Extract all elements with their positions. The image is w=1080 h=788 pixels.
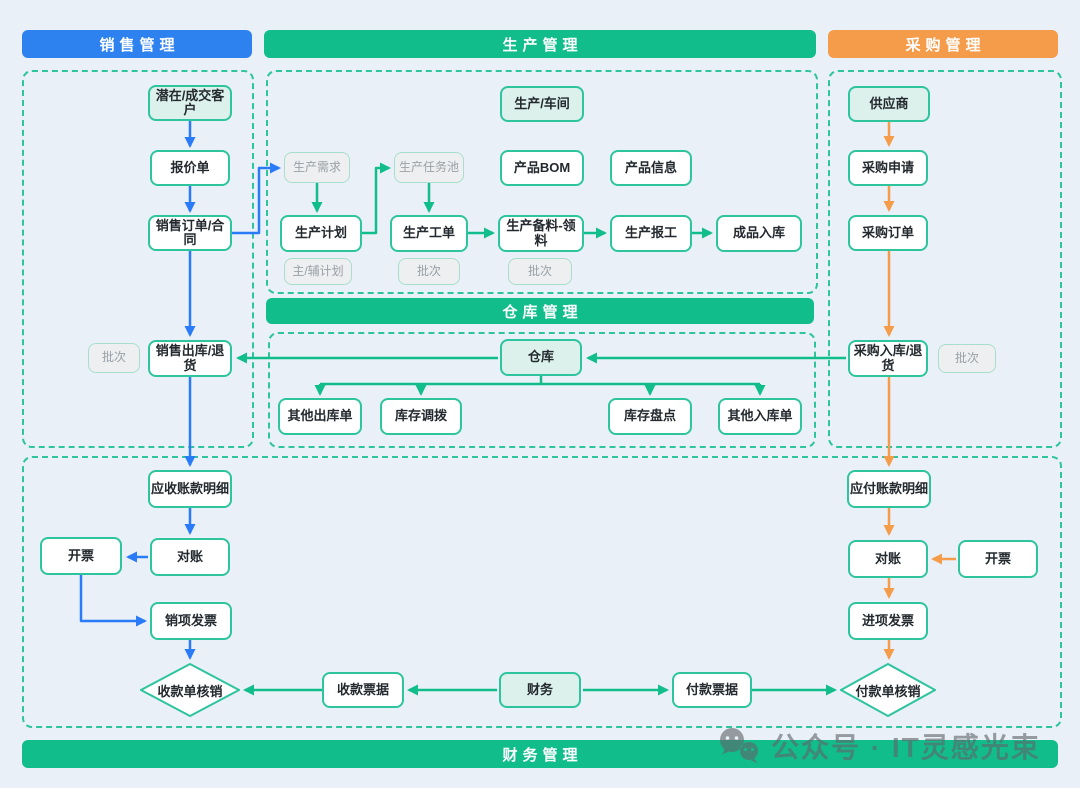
node-reconcile-left: 对账 bbox=[150, 538, 230, 576]
node-other-in: 其他入库单 bbox=[718, 398, 802, 435]
node-finance-hub: 财务 bbox=[499, 672, 581, 708]
footer-finance: 财务管理 bbox=[22, 740, 1058, 768]
node-customer: 潜在/成交客户 bbox=[148, 85, 232, 121]
receipt-verify-label: 收款单核销 bbox=[157, 683, 223, 699]
node-demand: 生产需求 bbox=[284, 152, 350, 183]
node-invoice-right: 开票 bbox=[958, 540, 1038, 578]
node-product-info: 产品信息 bbox=[610, 150, 692, 186]
header-warehouse: 仓库管理 bbox=[266, 298, 814, 324]
warehouse-section-container bbox=[268, 332, 816, 448]
wechat-icon bbox=[720, 728, 758, 763]
payment-verify-label: 付款单核销 bbox=[855, 683, 921, 699]
header-production: 生产管理 bbox=[264, 30, 816, 58]
node-payment-doc: 付款票据 bbox=[672, 672, 752, 708]
node-purchase-inbound: 采购入库/退货 bbox=[848, 340, 928, 377]
node-report: 生产报工 bbox=[610, 215, 692, 252]
node-ar-detail: 应收账款明细 bbox=[148, 470, 232, 508]
node-material: 生产备料-领料 bbox=[498, 215, 584, 252]
node-sales-order: 销售订单/合同 bbox=[148, 215, 232, 251]
sales-section-container bbox=[22, 70, 254, 448]
node-plan-sub: 主/辅计划 bbox=[284, 258, 352, 285]
node-task-pool: 生产任务池 bbox=[394, 152, 464, 183]
node-sales-batch: 批次 bbox=[88, 343, 140, 373]
node-invoice-left: 开票 bbox=[40, 537, 122, 575]
node-workshop: 生产/车间 bbox=[500, 86, 584, 122]
purchase-section-container bbox=[828, 70, 1062, 448]
node-stocktake: 库存盘点 bbox=[608, 398, 692, 435]
node-plan: 生产计划 bbox=[280, 215, 362, 252]
header-sales: 销售管理 bbox=[22, 30, 252, 58]
node-warehouse: 仓库 bbox=[500, 339, 582, 376]
watermark: 公众号 · IT灵感光束 bbox=[718, 726, 1041, 766]
node-purchase-order: 采购订单 bbox=[848, 215, 928, 251]
node-material-batch: 批次 bbox=[508, 258, 572, 285]
node-payment-verify: 付款单核销 bbox=[840, 663, 936, 717]
node-ap-detail: 应付账款明细 bbox=[847, 470, 931, 508]
watermark-text: 公众号 · IT灵感光束 bbox=[771, 732, 1041, 763]
node-quote: 报价单 bbox=[150, 150, 230, 186]
node-purchase-request: 采购申请 bbox=[848, 150, 928, 186]
node-other-out: 其他出库单 bbox=[278, 398, 362, 435]
node-work-order: 生产工单 bbox=[390, 215, 468, 252]
node-work-order-batch: 批次 bbox=[398, 258, 460, 285]
node-purchase-batch: 批次 bbox=[938, 344, 996, 373]
node-finished-in: 成品入库 bbox=[716, 215, 802, 252]
node-sales-outbound: 销售出库/退货 bbox=[148, 340, 232, 377]
node-receipt-verify: 收款单核销 bbox=[140, 663, 240, 717]
header-purchase: 采购管理 bbox=[828, 30, 1058, 58]
node-bom: 产品BOM bbox=[500, 150, 584, 186]
node-purchase-invoice: 进项发票 bbox=[848, 602, 928, 640]
node-sales-invoice: 销项发票 bbox=[150, 602, 232, 640]
node-receipt-doc: 收款票据 bbox=[322, 672, 404, 708]
node-transfer: 库存调拨 bbox=[380, 398, 462, 435]
node-reconcile-right: 对账 bbox=[848, 540, 928, 578]
finance-section-container bbox=[22, 456, 1062, 728]
node-supplier: 供应商 bbox=[848, 86, 930, 122]
